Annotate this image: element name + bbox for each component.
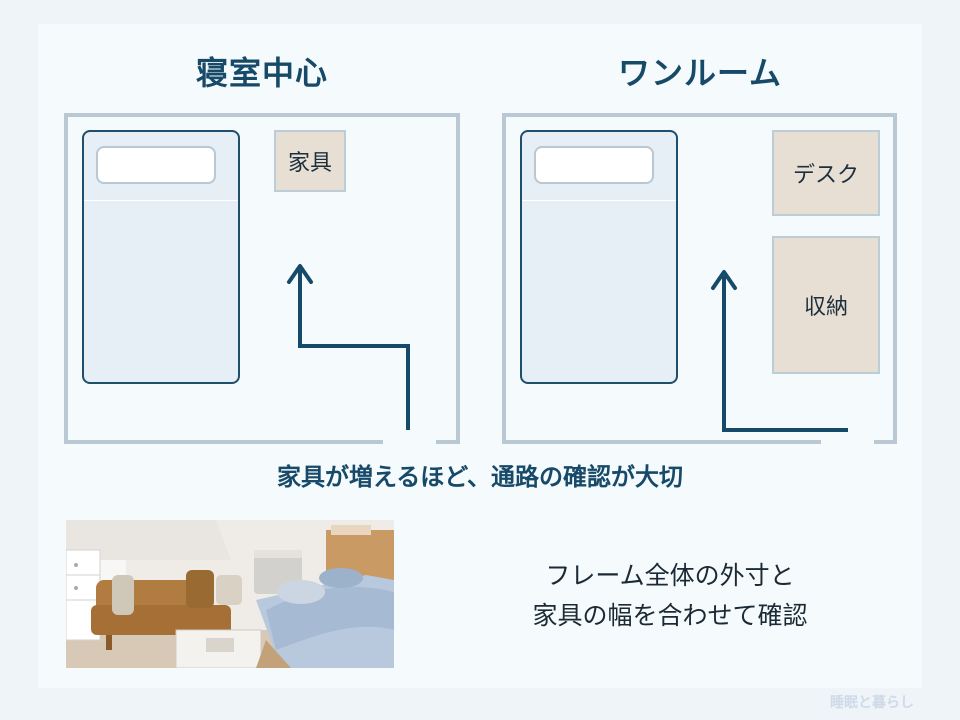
bed-left — [82, 130, 240, 384]
left-room-wall — [64, 113, 460, 444]
room-photo — [66, 520, 394, 668]
note-line-1: フレーム全体の外寸と — [545, 561, 795, 590]
right-path-arrow-line — [722, 276, 848, 432]
left-path-arrowhead — [287, 264, 313, 284]
blanket-fold-right — [522, 200, 676, 201]
diagram-caption: 家具が増えるほど、通路の確認が大切 — [276, 463, 684, 491]
note-text: フレーム全体の外寸と 家具の幅を合わせて確認 — [470, 556, 870, 636]
right-room-wall — [502, 113, 897, 444]
pillow-left — [96, 146, 216, 184]
note-line-2: 家具の幅を合わせて確認 — [532, 601, 808, 630]
bed-right — [520, 130, 678, 384]
left-path-arrow-line — [298, 270, 410, 430]
furniture-box: 家具 — [274, 130, 346, 192]
pillow-right — [534, 146, 654, 184]
right-path-arrowhead — [711, 270, 737, 290]
watermark: 睡眠と暮らし — [830, 695, 914, 711]
storage-box: 収納 — [772, 236, 880, 374]
title-bedroom-centered: 寝室中心 — [195, 54, 328, 92]
title-one-room: ワンルーム — [617, 54, 783, 92]
blanket-fold-left — [84, 200, 238, 201]
desk-box: デスク — [772, 130, 880, 216]
